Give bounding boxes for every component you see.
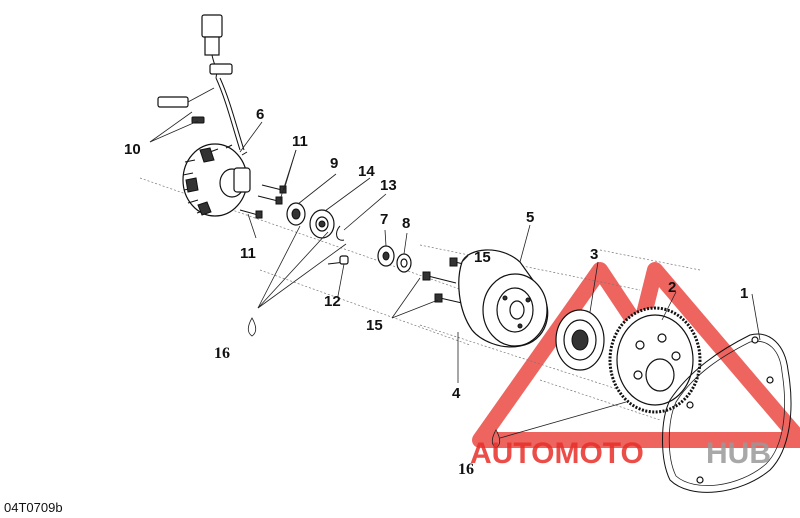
starter-clutch-3 xyxy=(555,309,605,371)
oil-seal-9 xyxy=(286,202,306,226)
wiring-harness xyxy=(157,14,245,151)
watermark-triangle xyxy=(472,262,800,448)
washer-8 xyxy=(396,253,412,273)
watermark-brand-grey: HUB xyxy=(706,437,771,470)
screws-15 xyxy=(422,257,473,304)
watermark-logo: AUTOMOTO HUB xyxy=(470,437,771,470)
label-part-6: 6 xyxy=(256,106,264,123)
label-part-13: 13 xyxy=(380,177,397,194)
label-part-14: 14 xyxy=(358,163,375,180)
label-part-10: 10 xyxy=(124,141,141,158)
starter-gear-2 xyxy=(608,306,702,414)
label-part-7: 7 xyxy=(380,211,388,228)
label-part-4: 4 xyxy=(452,385,461,402)
nut-7 xyxy=(377,245,395,267)
label-part-16-right: 16 xyxy=(458,461,474,478)
cover-gasket-1 xyxy=(662,333,792,493)
axis-lines xyxy=(139,177,701,421)
label-part-11-bottom: 11 xyxy=(240,245,256,262)
label-part-15-bottom: 15 xyxy=(366,317,383,334)
flywheel-rotor xyxy=(458,249,549,348)
screw-10 xyxy=(191,116,205,124)
bearing-14 xyxy=(309,209,335,239)
label-part-8: 8 xyxy=(402,215,410,232)
stator-6 xyxy=(182,143,251,217)
label-part-15-top: 15 xyxy=(474,249,491,266)
pin-12 xyxy=(327,255,349,265)
leader-lines xyxy=(149,111,761,449)
label-part-5: 5 xyxy=(526,209,534,226)
label-part-2: 2 xyxy=(668,279,676,296)
circlip-13 xyxy=(336,225,345,241)
watermark-brand-red: AUTOMOTO xyxy=(470,437,644,470)
label-part-3: 3 xyxy=(590,246,598,263)
diagram-code: 04T0709b xyxy=(4,500,63,515)
label-part-9: 9 xyxy=(330,155,338,172)
label-part-12: 12 xyxy=(324,293,341,310)
label-part-1: 1 xyxy=(740,285,748,302)
label-part-16-left: 16 xyxy=(214,345,230,362)
label-part-11-top: 11 xyxy=(292,133,308,150)
